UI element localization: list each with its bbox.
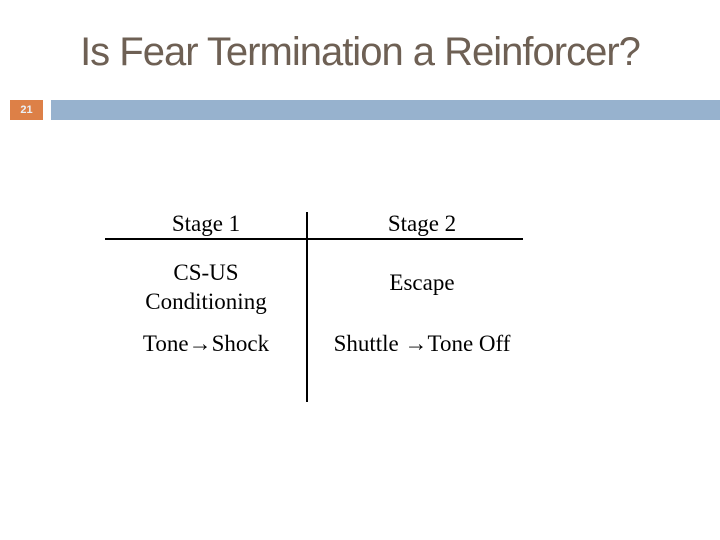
- table-cell-stage2-shuttle-tone-off: Shuttle →Tone Off: [333, 331, 511, 356]
- table-header-stage2: Stage 2: [387, 211, 457, 236]
- slide-title: Is Fear Termination a Reinforcer?: [80, 30, 641, 74]
- table-header-rule: [105, 238, 523, 240]
- table-header-stage1: Stage 1: [171, 211, 241, 236]
- slide-number-badge: 21: [10, 100, 43, 120]
- table-cell-stage1-tone-shock: Tone→Shock: [142, 331, 270, 356]
- table-column-divider: [306, 212, 308, 402]
- table-cell-stage1-conditioning: CS-US Conditioning: [145, 260, 267, 314]
- header-accent-bar: [51, 100, 720, 120]
- slide-number: 21: [20, 103, 33, 116]
- table-cell-stage2-escape: Escape: [389, 270, 455, 295]
